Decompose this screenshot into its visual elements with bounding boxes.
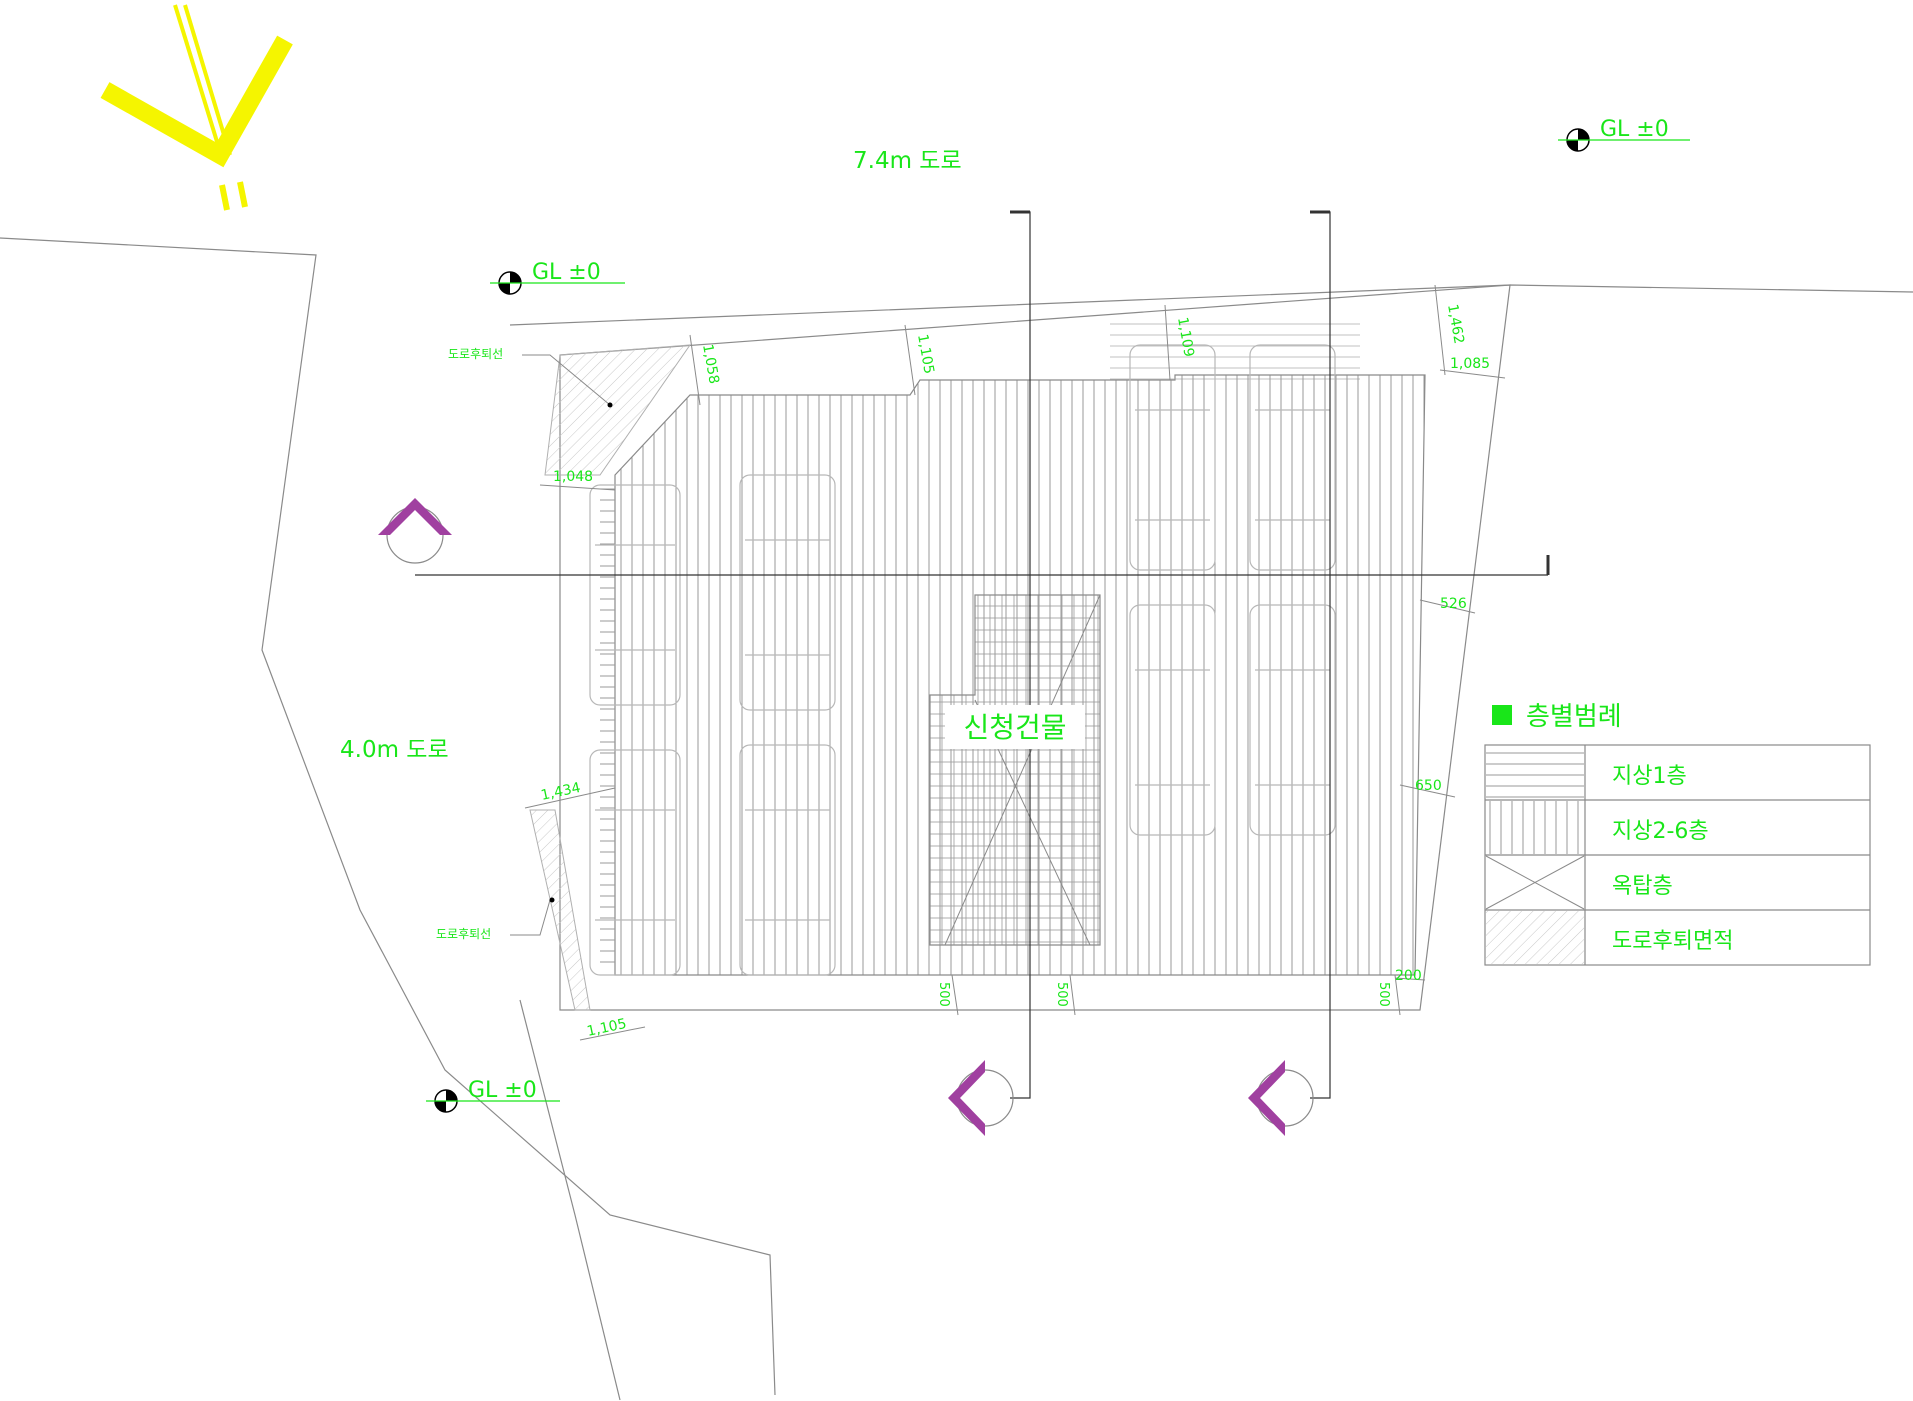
level-marker-icon	[426, 1089, 560, 1113]
setback-area-w	[529, 809, 591, 1011]
floor-1-zone-top	[1110, 318, 1360, 380]
site-lot-outline	[559, 284, 1511, 1011]
setback-line-label: 도로후퇴선	[436, 927, 491, 941]
legend-swatch-floor2-6	[1486, 801, 1584, 854]
dimension-label: 500	[1376, 982, 1391, 1007]
dimension-label: 200	[1395, 968, 1422, 984]
setback-line-label: 도로후퇴선	[448, 347, 503, 361]
road-label-north: 7.4m 도로	[853, 148, 962, 174]
legend-swatch-rooftop	[1485, 855, 1585, 910]
dimension-label: 1,048	[553, 469, 593, 485]
dimension-label: 1,085	[1450, 356, 1490, 372]
legend-title: 층별범례	[1526, 702, 1622, 732]
dimension-label: 526	[1440, 596, 1467, 612]
legend-item-label: 지상2-6층	[1612, 819, 1709, 844]
road-boundary-west-lower	[519, 999, 621, 1401]
legend-item-label: 옥탑층	[1612, 874, 1673, 899]
legend-bullet-icon	[1492, 705, 1512, 725]
level-marker-icon	[490, 271, 625, 295]
dimension-label: 500	[1054, 982, 1069, 1007]
legend-table	[1484, 705, 1871, 966]
road-boundary-west	[0, 237, 776, 1396]
setback-leaders	[510, 354, 611, 936]
parking-layout	[589, 344, 1336, 976]
rooftop-floor-area	[929, 594, 1101, 946]
dimension-label: 1,462	[1444, 303, 1467, 345]
legend-item-label: 지상1층	[1612, 764, 1687, 789]
setback-point	[549, 897, 555, 903]
dimension-label: 1,105	[914, 333, 937, 375]
setback-point	[607, 402, 613, 408]
road-label-west: 4.0m 도로	[340, 737, 449, 763]
dimension-lines	[524, 284, 1506, 1041]
building-label: 신청건물	[963, 711, 1066, 744]
dimension-label: 650	[1415, 778, 1442, 794]
dimension-label: 1,105	[586, 1016, 629, 1040]
building-label-box	[945, 705, 1085, 749]
ground-level-label: GL ±0	[468, 1078, 537, 1103]
section-marker-icon	[1248, 1060, 1314, 1136]
dimension-label: 1,058	[699, 343, 722, 385]
ground-level-label: GL ±0	[1600, 117, 1669, 142]
north-arrow-icon	[100, 4, 293, 211]
ground-level-label: GL ±0	[532, 260, 601, 285]
level-marker-icon	[1558, 128, 1690, 152]
legend-swatch-setback	[1486, 911, 1584, 964]
dimension-label: 1,109	[1174, 316, 1197, 358]
setback-area-nw	[544, 344, 692, 476]
legend-item-label: 도로후퇴면적	[1612, 929, 1733, 954]
dimension-label: 500	[936, 982, 951, 1007]
floor-1-zone-left	[600, 480, 615, 970]
section-lines	[415, 210, 1550, 1099]
section-marker-icon	[378, 498, 452, 564]
legend-swatch-floor1	[1486, 746, 1584, 799]
section-marker-icon	[948, 1060, 1014, 1136]
